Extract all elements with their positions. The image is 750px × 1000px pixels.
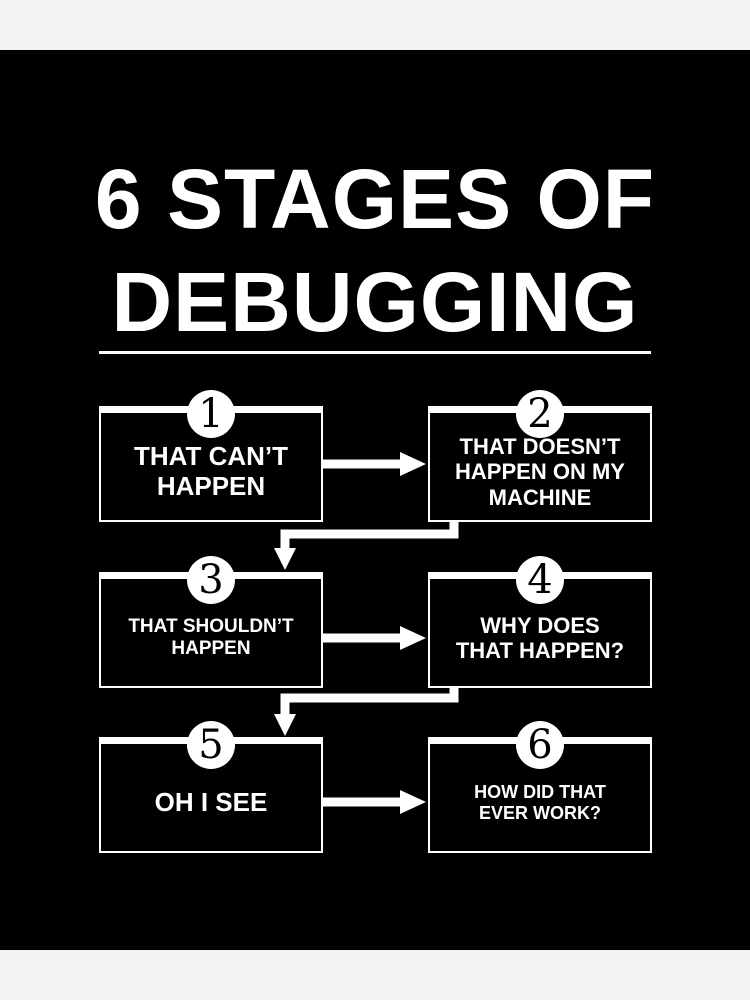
title-line-2: DEBUGGING [111, 255, 639, 349]
arrow-2-to-3 [280, 522, 459, 550]
stage-4-box: 4 WHY DOES THAT HAPPEN? [428, 556, 652, 688]
arrow-4-to-5 [280, 686, 459, 716]
stage-label: OH I SEE [154, 787, 268, 818]
stage-label: THAT SHOULDN’T HAPPEN [128, 616, 294, 659]
title-line-1: 6 STAGES OF [94, 152, 656, 246]
arrowhead-1-to-2 [400, 452, 426, 476]
stage-3-box: 3 THAT SHOULDN’T HAPPEN [99, 556, 323, 688]
stage-label: THAT DOESN’T HAPPEN ON MY MACHINE [455, 434, 625, 510]
title-divider [99, 351, 651, 354]
stage-2-box: 2 THAT DOESN’T HAPPEN ON MY MACHINE [428, 390, 652, 522]
arrowhead-4-to-5 [274, 714, 296, 736]
stage-number-badge: 1 [187, 390, 235, 438]
arrowhead-2-to-3 [274, 548, 296, 570]
stage-number-badge: 4 [516, 556, 564, 604]
stage-label: WHY DOES THAT HAPPEN? [455, 612, 625, 663]
poster: 6 STAGES OF DEBUGGING 1 THAT CAN’T HAPPE… [0, 50, 750, 950]
arrowhead-3-to-4 [400, 626, 426, 650]
stage-number-badge: 6 [516, 721, 564, 769]
flow-connectors [274, 452, 459, 814]
stage-6-box: 6 HOW DID THAT EVER WORK? [428, 721, 652, 853]
stage-label: HOW DID THAT EVER WORK? [474, 782, 606, 823]
stage-5-box: 5 OH I SEE [99, 721, 323, 853]
stage-label: THAT CAN’T HAPPEN [133, 441, 289, 501]
stage-number-badge: 3 [187, 556, 235, 604]
stage-number-badge: 5 [187, 721, 235, 769]
arrowhead-5-to-6 [400, 790, 426, 814]
stage-number-badge: 2 [516, 390, 564, 438]
stage-1-box: 1 THAT CAN’T HAPPEN [99, 390, 323, 522]
